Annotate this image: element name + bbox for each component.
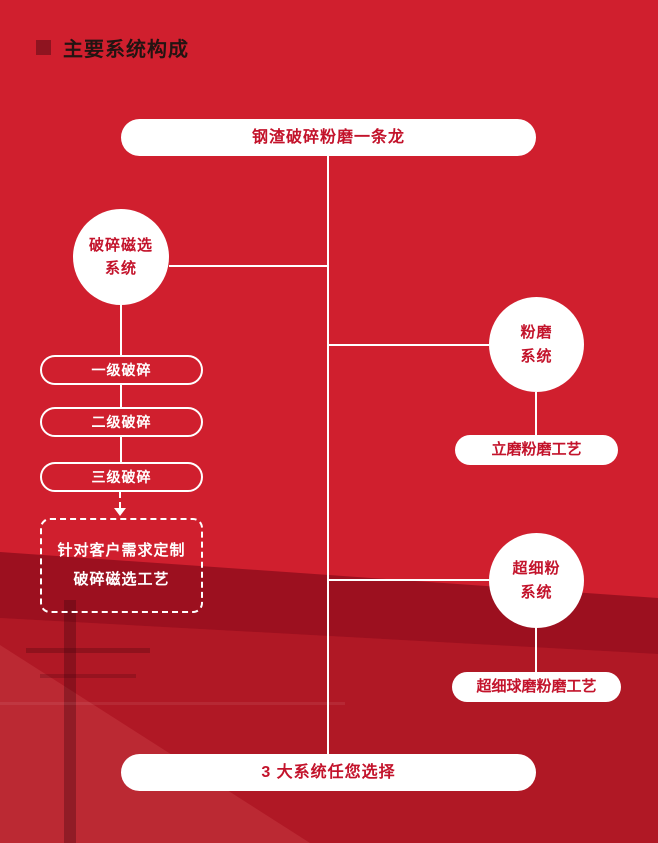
- ground-line: [0, 702, 345, 705]
- connector-vertical-mid: [535, 392, 537, 436]
- circle-label-line1: 超细粉: [512, 560, 561, 578]
- connector-vertical-left: [120, 304, 122, 356]
- stage-tertiary-crushing: 三级破碎: [40, 462, 203, 492]
- note-line2: 破碎磁选工艺: [73, 570, 170, 588]
- section-title-row: 主要系统构成: [36, 33, 189, 62]
- connector-vertical-bottom: [535, 627, 537, 673]
- connector-horizontal-mid: [328, 344, 489, 346]
- stage-secondary-crushing: 二级破碎: [40, 407, 203, 437]
- circle-grinding-system: 粉磨 系统: [489, 297, 584, 392]
- circle-ultrafine-system: 超细粉 系统: [489, 533, 584, 628]
- circle-label-line1: 粉磨: [520, 324, 553, 342]
- connector-vertical-left: [120, 437, 122, 463]
- connector-vertical-center: [327, 156, 329, 756]
- result-ball-mill-process: 超细球磨粉磨工艺: [452, 672, 621, 702]
- result-vertical-mill-process: 立磨粉磨工艺: [455, 435, 618, 465]
- stage-primary-crushing: 一级破碎: [40, 355, 203, 385]
- connector-horizontal-bottom: [328, 579, 489, 581]
- circle-label-line2: 系统: [104, 260, 137, 277]
- custom-process-note: 针对客户需求定制 破碎磁选工艺: [40, 518, 203, 613]
- dashed-connector: [119, 492, 121, 508]
- connector-vertical-left: [120, 385, 122, 408]
- note-line1: 针对客户需求定制: [57, 542, 186, 559]
- circle-label-line1: 破碎磁选: [88, 236, 153, 254]
- arrow-down-icon: [114, 508, 126, 516]
- square-bullet-icon: [36, 40, 51, 55]
- root-node: 钢渣破碎粉磨一条龙: [121, 119, 536, 156]
- footer-node: 3 大系统任您选择: [121, 754, 536, 791]
- connector-horizontal-left: [169, 265, 327, 267]
- mast-structure: [64, 600, 76, 843]
- mast-crossbar: [26, 648, 150, 653]
- mast-crossbar: [40, 674, 136, 678]
- circle-label-line2: 系统: [520, 583, 553, 601]
- circle-label-line2: 系统: [520, 347, 553, 365]
- section-title: 主要系统构成: [63, 39, 189, 61]
- circle-crushing-system: 破碎磁选 系统: [73, 209, 169, 305]
